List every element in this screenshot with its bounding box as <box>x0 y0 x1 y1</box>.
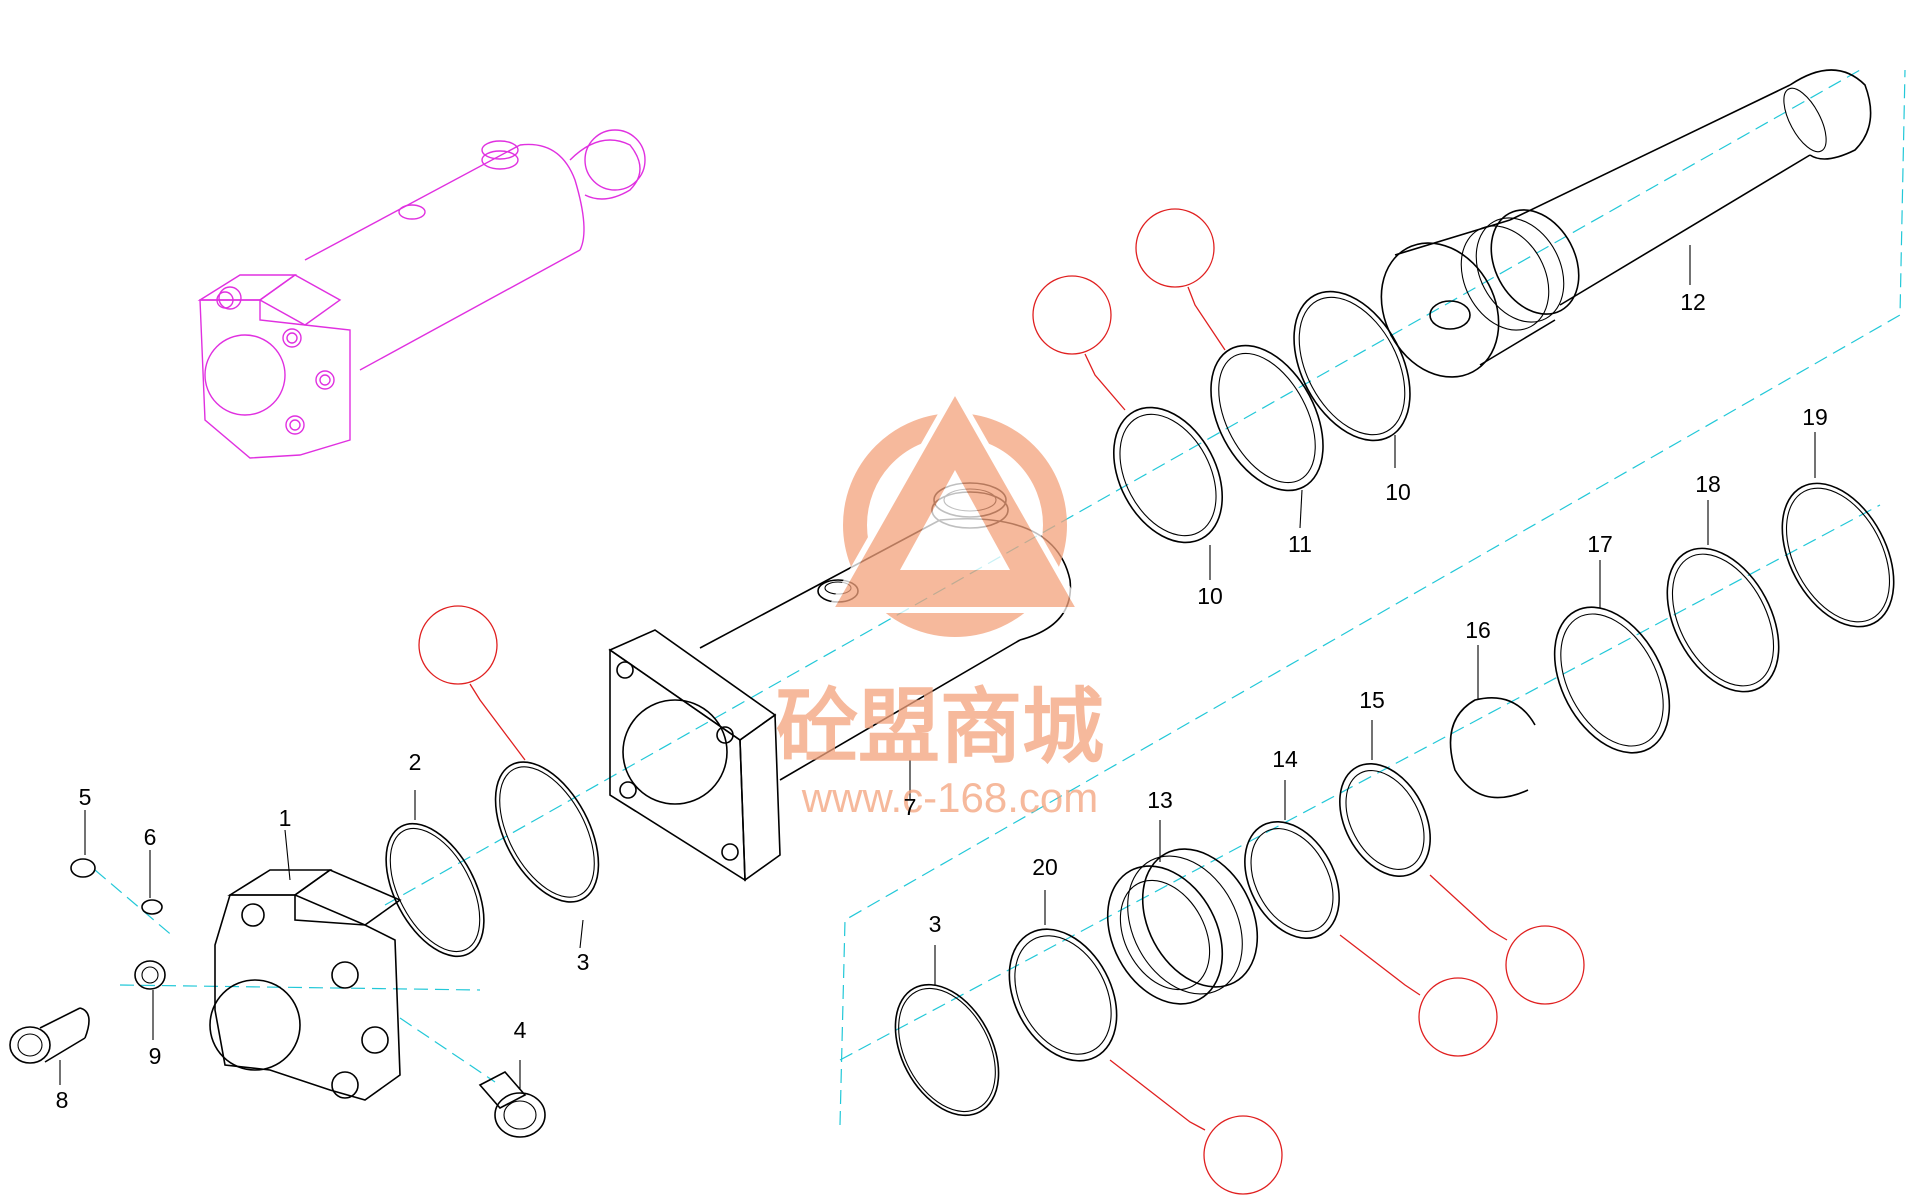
part-label: 9 <box>149 1043 162 1069</box>
part-label: 12 <box>1680 289 1706 315</box>
part-end-block <box>209 869 402 1101</box>
part-label: 14 <box>1272 746 1298 772</box>
leader-lines <box>59 245 1816 1090</box>
part-label: 1 <box>279 805 292 831</box>
part-label: 5 <box>79 784 92 810</box>
assembly-preview <box>197 129 646 459</box>
part-label: 3 <box>577 949 590 975</box>
part-label: 11 <box>1288 531 1312 557</box>
part-label: 17 <box>1587 531 1613 557</box>
part-small-hardware <box>9 858 546 1138</box>
part-label: 15 <box>1359 687 1385 713</box>
part-label: 18 <box>1695 471 1721 497</box>
detail-callouts <box>418 208 1585 1195</box>
centerlines <box>94 69 1906 1126</box>
part-o-rings <box>385 761 600 958</box>
part-piston-rod <box>1380 69 1872 378</box>
part-label: 20 <box>1032 854 1058 880</box>
part-label: 19 <box>1802 404 1828 430</box>
part-lower-seals <box>894 482 1895 1117</box>
part-label: 10 <box>1385 479 1411 505</box>
part-labels: 1 2 3 4 5 6 7 8 9 10 10 11 12 13 14 15 1… <box>56 289 1828 1113</box>
part-label: 2 <box>409 749 422 775</box>
part-label: 4 <box>514 1017 527 1043</box>
part-label: 8 <box>56 1087 69 1113</box>
part-upper-seals <box>1112 290 1411 544</box>
part-label: 13 <box>1147 787 1173 813</box>
part-label: 16 <box>1465 617 1491 643</box>
part-label: 10 <box>1197 583 1223 609</box>
part-label: 3 <box>929 911 942 937</box>
part-label: 6 <box>144 824 157 850</box>
watermark: 砼盟商城 www.c-168.com <box>776 383 1104 821</box>
watermark-url-text: www.c-168.com <box>801 774 1098 821</box>
part-label: 7 <box>904 794 917 820</box>
watermark-logo-icon <box>824 383 1086 637</box>
watermark-brand-text: 砼盟商城 <box>776 680 1104 775</box>
